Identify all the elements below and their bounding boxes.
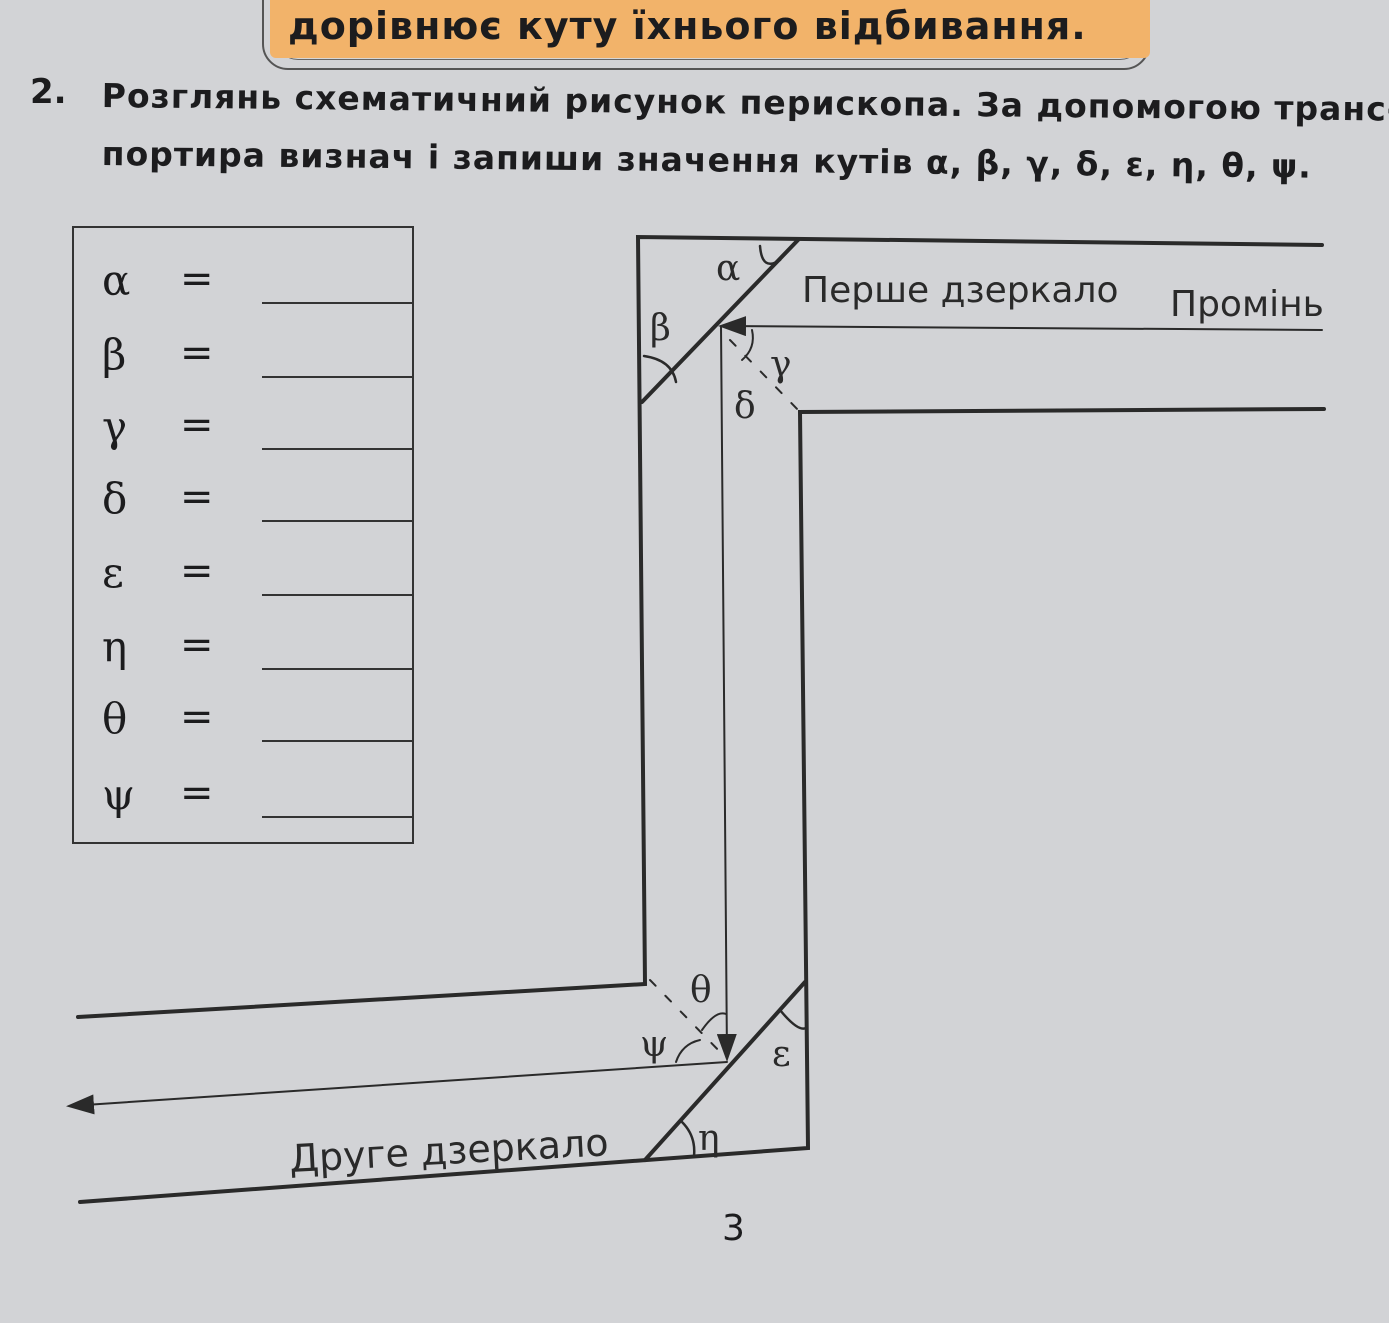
answer-blank-gamma[interactable] [262, 448, 412, 450]
angle-label-alpha: α [716, 248, 740, 289]
ray-label: Промінь [1170, 284, 1324, 325]
task-number: 2. [30, 72, 67, 112]
angle-symbol: β [102, 330, 127, 379]
angle-arc-eta [680, 1120, 696, 1158]
ray-vertical [716, 325, 737, 1062]
periscope-outer-wall [76, 234, 1324, 1019]
answer-blank-alpha[interactable] [262, 302, 412, 304]
answer-blank-delta[interactable] [262, 520, 412, 522]
answer-blank-eta[interactable] [262, 668, 412, 670]
angle-arc-beta [642, 354, 678, 384]
periscope-inner-wall [78, 407, 1326, 1204]
angle-label-eta: η [698, 1118, 720, 1159]
equals-sign: = [180, 548, 214, 594]
equals-sign: = [180, 256, 214, 302]
answer-row-eta: η = [102, 622, 412, 682]
angle-label-psi: ψ [640, 1024, 668, 1065]
angle-arc-theta [701, 1012, 727, 1031]
equals-sign: = [180, 622, 214, 668]
first-mirror-label: Перше дзеркало [802, 270, 1118, 311]
angle-label-beta: β [650, 308, 671, 349]
angle-arc-gamma [741, 329, 754, 361]
angle-label-epsilon: ε [772, 1034, 791, 1075]
second-mirror-line [643, 980, 807, 1162]
angle-label-gamma: γ [770, 344, 792, 385]
second-mirror-label: Друге дзеркало [288, 1120, 609, 1181]
answer-blank-epsilon[interactable] [262, 594, 412, 596]
answer-row-epsilon: ε = [102, 548, 412, 608]
angle-symbol: ψ [102, 770, 135, 819]
answer-row-psi: ψ = [102, 770, 412, 830]
equals-sign: = [180, 474, 214, 520]
answer-row-alpha: α = [102, 256, 412, 316]
angle-label-theta: θ [690, 970, 712, 1011]
ray-outgoing [66, 1061, 728, 1115]
angle-symbol: α [102, 256, 131, 305]
angle-symbol: θ [102, 694, 128, 743]
normal-line-top [729, 339, 801, 413]
answer-blank-psi[interactable] [262, 816, 412, 818]
answer-row-gamma: γ = [102, 402, 412, 462]
answer-blank-theta[interactable] [262, 740, 412, 742]
angle-label-delta: δ [734, 386, 756, 427]
angle-symbol: ε [102, 548, 124, 597]
rule-banner-text: дорівнює куту їхнього відбивання. [270, 0, 1150, 58]
equals-sign: = [180, 694, 214, 740]
answer-row-beta: β = [102, 330, 412, 390]
equals-sign: = [180, 330, 214, 376]
ray-incoming [718, 316, 1323, 337]
page-number: 3 [722, 1208, 745, 1249]
equals-sign: = [180, 770, 214, 816]
equals-sign: = [180, 402, 214, 448]
angle-symbol: δ [102, 474, 128, 523]
angle-arc-alpha [758, 244, 782, 265]
angle-arc-epsilon [778, 1008, 808, 1030]
angle-symbol: η [102, 622, 128, 671]
angle-symbol: γ [102, 402, 128, 451]
answer-blank-beta[interactable] [262, 376, 412, 378]
answer-row-theta: θ = [102, 694, 412, 754]
answer-row-delta: δ = [102, 474, 412, 534]
normal-line-bottom [649, 979, 727, 1059]
answer-box: α = β = γ = δ = ε = η = θ = ψ = [72, 226, 414, 844]
angle-arc-psi [675, 1039, 701, 1063]
